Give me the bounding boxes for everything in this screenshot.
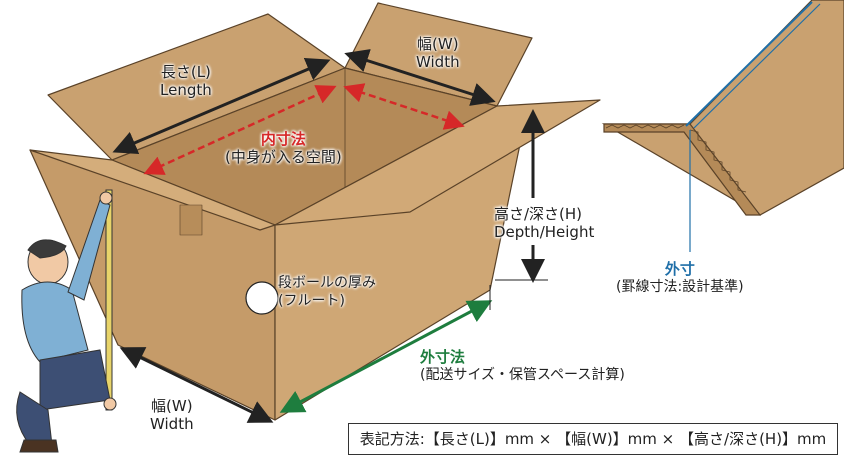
width-top-label-en: Width bbox=[416, 53, 460, 71]
outer-dimension-title: 外寸法 bbox=[420, 348, 466, 366]
inner-width-arrow bbox=[343, 83, 465, 130]
width-bottom-arrow bbox=[119, 347, 274, 423]
right-flap bbox=[274, 99, 601, 226]
width-bottom-label-en: Width bbox=[150, 415, 194, 433]
width-top-label: 幅(W) Width bbox=[416, 35, 460, 71]
width-bottom-label: 幅(W) Width bbox=[150, 397, 194, 433]
tape-measure bbox=[105, 189, 113, 411]
person-measuring bbox=[16, 189, 117, 453]
crease-title: 外寸 bbox=[664, 260, 695, 278]
crease-label: 外寸 (罫線寸法:設計基準) bbox=[616, 260, 744, 296]
inner-length-arrow bbox=[143, 85, 337, 175]
flute-circle bbox=[245, 281, 279, 315]
length-label-en: Length bbox=[160, 81, 212, 99]
outer-dimension-sub: (配送サイズ・保管スペース計算) bbox=[420, 367, 625, 383]
height-label-en: Depth/Height bbox=[494, 223, 595, 241]
length-label: 長さ(L) Length bbox=[160, 63, 212, 99]
flute-label-sub: (フルート) bbox=[278, 293, 345, 309]
width-top-label-jp: 幅(W) bbox=[417, 35, 459, 53]
notation-box: 表記方法:【長さ(L)】mm × 【幅(W)】mm × 【高さ/深さ(H)】mm bbox=[348, 423, 838, 455]
inner-dimension-label: 内寸法 (中身が入る空間) bbox=[225, 130, 342, 166]
crease-sub: (罫線寸法:設計基準) bbox=[616, 279, 744, 295]
width-bottom-label-jp: 幅(W) bbox=[151, 397, 193, 415]
tape bbox=[179, 204, 203, 236]
outer-arrow bbox=[279, 300, 493, 413]
inner-dimension-title: 内寸法 bbox=[260, 130, 306, 148]
width-top-arrow bbox=[344, 49, 496, 106]
crease-detail bbox=[601, 0, 844, 252]
height-label-jp: 高さ/深さ(H) bbox=[494, 205, 583, 223]
inner-dimension-sub: (中身が入る空間) bbox=[225, 148, 342, 166]
length-label-jp: 長さ(L) bbox=[160, 63, 211, 81]
outer-dimension-label: 外寸法 (配送サイズ・保管スペース計算) bbox=[420, 348, 625, 384]
flute-label-jp: 段ボールの厚み bbox=[278, 275, 376, 291]
height-label: 高さ/深さ(H) Depth/Height bbox=[494, 205, 594, 241]
flute-label: 段ボールの厚み (フルート) bbox=[278, 274, 376, 310]
